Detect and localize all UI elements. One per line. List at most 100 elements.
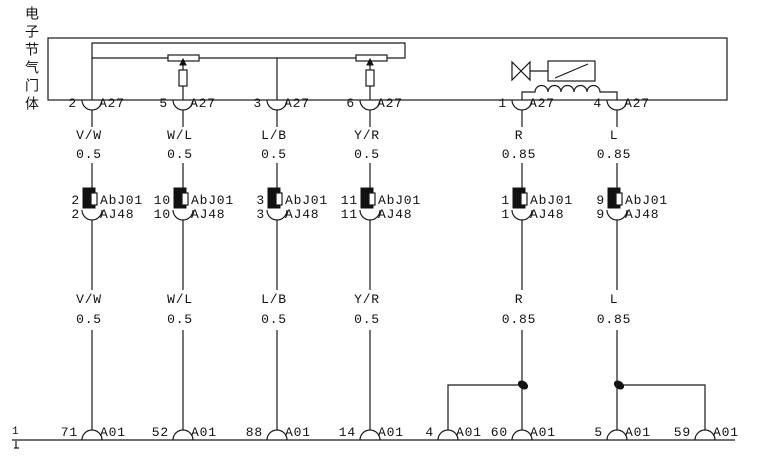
inline-connector-symbol [359,187,381,221]
inline-pin-label-b: 10 [154,207,171,222]
actuator-icon [547,60,596,82]
inline-connector-label-a: AbJ01 [530,193,573,208]
page-mark-tick [14,441,19,449]
bottom-connector-label: A01 [530,425,556,440]
throttle-body-box [47,37,728,101]
bottom-pin-label: 59 [674,425,691,440]
lower-wire-size-label: 0.5 [167,312,193,327]
bottom-connector-symbol [606,429,628,441]
bottom-connector-symbol [266,429,288,441]
lower-wire-color-label: L [610,292,619,307]
splice-branch-1: 4 A01 [425,425,482,441]
splice-dot [517,380,529,390]
bottom-connector-label: A01 [100,425,126,440]
bottom-pin-label: 88 [246,425,263,440]
inline-pin-label-b: 1 [501,207,510,222]
inline-connector-label-a: AbJ01 [191,193,234,208]
splice-dot [613,380,625,390]
inline-pin-label-b: 11 [341,207,358,222]
upper-wire-size-label: 0.5 [76,147,102,162]
page-mark: 1 [12,426,19,438]
bottom-connector-symbol [511,429,533,441]
bottom-connector-label: A01 [191,425,217,440]
upper-wire-color-label: L [610,128,619,143]
bottom-connector-symbol [694,429,716,441]
bottom-connector-symbol [81,429,103,441]
inline-pin-label-a: 1 [501,193,510,208]
bottom-pin-label: 4 [425,425,434,440]
top-pin-label: 3 [253,96,262,111]
upper-wire-color-label: W/L [167,128,193,143]
inline-pin-label-b: 2 [71,207,80,222]
bottom-pin-label: 14 [339,425,356,440]
inline-connector-label-a: AbJ01 [625,193,668,208]
top-connector-label: A27 [190,96,216,111]
inline-connector-symbol [511,187,533,221]
upper-wire-size-label: 0.85 [597,147,631,162]
inline-pin-label-a: 3 [256,193,265,208]
bottom-connector-symbol [437,429,459,441]
bottom-connector-label: A01 [285,425,311,440]
top-connector-label: A27 [284,96,310,111]
inline-pin-label-a: 2 [71,193,80,208]
upper-wire-size-label: 0.5 [354,147,380,162]
lower-wire-size-label: 0.85 [597,312,631,327]
top-connector-label: A27 [99,96,125,111]
potentiometer-1 [167,54,200,100]
bottom-connector-label: A01 [713,425,739,440]
upper-wire-color-label: V/W [76,128,102,143]
inline-connector-label-a: AbJ01 [285,193,328,208]
top-pin-label: 4 [593,96,602,111]
upper-wire-color-label: R [515,128,524,143]
inline-connector-symbol [172,187,194,221]
valve-icon [511,60,531,82]
upper-wire-size-label: 0.5 [167,147,193,162]
inline-connector-symbol [606,187,628,221]
bottom-connector-symbol [172,429,194,441]
inline-connector-label-b: AJ48 [530,207,564,222]
bottom-connector-label: A01 [456,425,482,440]
inline-connector-label-b: AJ48 [191,207,225,222]
upper-wire-color-label: L/B [261,128,287,143]
splice-left [447,380,529,430]
top-pin-label: 1 [498,96,507,111]
inline-connector-label-a: AbJ01 [378,193,421,208]
upper-wire-size-label: 0.5 [261,147,287,162]
inline-pin-label-b: 9 [596,207,605,222]
bottom-pin-label: 60 [491,425,508,440]
bottom-connector-symbol [359,429,381,441]
component-title: 电子节气门体 [23,6,39,114]
bottom-connector-label: A01 [625,425,651,440]
motor-coil-icon [521,84,618,100]
inline-connector-symbol [81,187,103,221]
bottom-pin-label: 52 [152,425,169,440]
potentiometer-2 [355,54,388,100]
lower-wire-size-label: 0.5 [76,312,102,327]
inline-pin-label-b: 3 [256,207,265,222]
inline-pin-label-a: 9 [596,193,605,208]
inline-connector-label-b: AJ48 [625,207,659,222]
inline-connector-symbol [266,187,288,221]
inline-connector-label-a: AbJ01 [100,193,143,208]
bottom-connector-label: A01 [378,425,404,440]
lower-wire-size-label: 0.5 [354,312,380,327]
top-connector-label: A27 [529,96,555,111]
throttle-position-sensor [91,42,406,100]
lower-wire-color-label: Y/R [354,292,380,307]
lower-wire-color-label: W/L [167,292,193,307]
throttle-motor [511,60,618,100]
lower-wire-color-label: V/W [76,292,102,307]
top-pin-label: 2 [68,96,77,111]
lower-wire-size-label: 0.85 [502,312,536,327]
inline-connector-label-b: AJ48 [285,207,319,222]
splice-branch-2: 59 A01 [674,425,739,441]
top-pin-label: 5 [159,96,168,111]
lower-wire-size-label: 0.5 [261,312,287,327]
